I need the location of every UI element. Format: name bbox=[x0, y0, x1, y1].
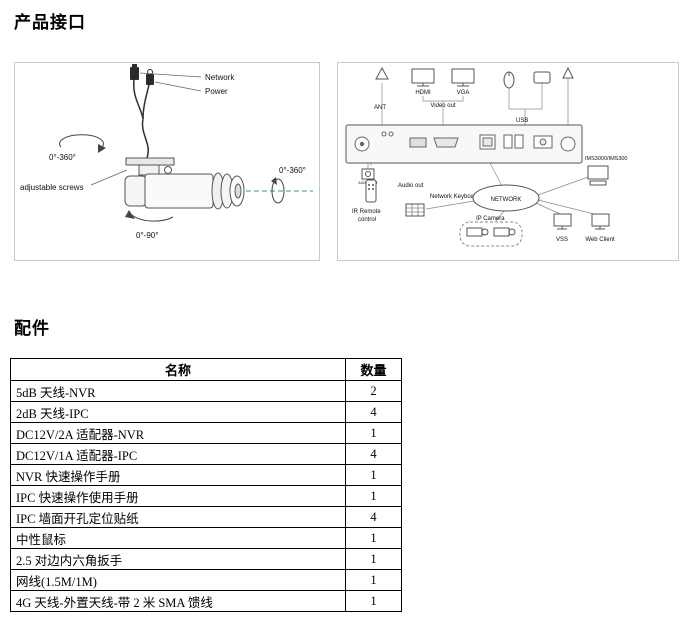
network-ipcamera-line bbox=[495, 210, 505, 222]
client-monitor-icon bbox=[587, 165, 609, 186]
tilt-rotation-arrow-icon bbox=[125, 210, 174, 222]
item-name: DC12V/1A 适配器-IPC bbox=[10, 443, 346, 465]
table-row: IPC 墙面开孔定位贴纸 4 bbox=[10, 506, 402, 528]
table-row: DC12V/2A 适配器-NVR 1 bbox=[10, 422, 402, 444]
item-name: 网线(1.5M/1M) bbox=[10, 569, 346, 591]
diagrams-row: Network Power bbox=[14, 62, 679, 261]
item-qty: 1 bbox=[345, 422, 402, 444]
audio-out-port-icon bbox=[361, 168, 375, 180]
nvr-diagram-panel: ANT HDMI VGA Video out bbox=[337, 62, 679, 261]
camera-diagram: Network Power bbox=[20, 64, 313, 240]
table-row: 4G 天线-外置天线-带 2 米 SMA 馈线 1 bbox=[10, 590, 402, 612]
network-cloud bbox=[472, 184, 540, 212]
item-name: 中性鼠标 bbox=[10, 527, 346, 549]
table-row: 5dB 天线-NVR 2 bbox=[10, 380, 402, 402]
col-header-name: 名称 bbox=[10, 358, 346, 381]
adjustable-screws-leader bbox=[90, 169, 128, 186]
item-qty: 1 bbox=[345, 485, 402, 507]
table-row: 2.5 对边内六角扳手 1 bbox=[10, 548, 402, 570]
usb-lines bbox=[508, 83, 543, 125]
item-name: NVR 快速操作手册 bbox=[10, 464, 346, 486]
col-header-qty: 数量 bbox=[345, 358, 402, 381]
usb-device-icon bbox=[533, 71, 551, 84]
camera-cable bbox=[132, 79, 150, 159]
network-monitor-line bbox=[537, 176, 589, 196]
table-header-row: 名称 数量 bbox=[10, 358, 402, 381]
web-client-label: Web Client bbox=[585, 237, 615, 243]
table-row: 中性鼠标 1 bbox=[10, 527, 402, 549]
axis-rotation-label: 0°-360° bbox=[279, 166, 306, 175]
adjustable-screws-label: adjustable screws bbox=[20, 183, 84, 192]
nvr-network-line bbox=[489, 162, 503, 187]
network-webclient-line bbox=[537, 199, 595, 215]
table-row: NVR 快速操作手册 1 bbox=[10, 464, 402, 486]
vga-monitor-icon bbox=[451, 68, 475, 87]
table-row: 2dB 天线-IPC 4 bbox=[10, 401, 402, 423]
video-out-label: Video out bbox=[430, 103, 456, 109]
item-name: IPC 墙面开孔定位贴纸 bbox=[10, 506, 346, 528]
table-row: DC12V/1A 适配器-IPC 4 bbox=[10, 443, 402, 465]
item-name: IPC 快速操作使用手册 bbox=[10, 485, 346, 507]
camera-body bbox=[124, 172, 245, 210]
table-row: IPC 快速操作使用手册 1 bbox=[10, 485, 402, 507]
web-client-computer-icon bbox=[591, 213, 610, 230]
network-keyboard-line bbox=[425, 200, 475, 210]
ir-remote-icon bbox=[365, 179, 377, 203]
vss-label: VSS bbox=[556, 237, 568, 243]
hdmi-label: HDMI bbox=[415, 90, 431, 96]
pan-rotation-label: 0°-360° bbox=[49, 153, 76, 162]
tilt-rotation-label: 0°-90° bbox=[136, 231, 158, 240]
axis-rotation-arrow-icon bbox=[271, 177, 285, 204]
video-out-lines bbox=[422, 96, 464, 125]
network-label: Network bbox=[205, 73, 235, 82]
item-name: 2.5 对边内六角扳手 bbox=[10, 548, 346, 570]
audio-out-label: Audio out bbox=[398, 183, 424, 189]
section-title-product-interface: 产品接口 bbox=[14, 13, 86, 32]
item-name: 4G 天线-外置天线-带 2 米 SMA 馈线 bbox=[10, 590, 346, 612]
ir-remote-label-line2: control bbox=[358, 217, 376, 223]
ip-camera-label: IP Camera bbox=[476, 216, 505, 222]
item-qty: 4 bbox=[345, 443, 402, 465]
power-leader-line bbox=[154, 81, 202, 92]
section-title-accessories: 配件 bbox=[14, 319, 50, 338]
item-qty: 1 bbox=[345, 548, 402, 570]
camera-diagram-panel: Network Power bbox=[14, 62, 320, 261]
ir-remote-label-line1: IR Remote bbox=[352, 209, 381, 215]
ip-camera-group-icon bbox=[459, 221, 523, 247]
usb-label: USB bbox=[516, 118, 528, 124]
network-leader-line bbox=[139, 72, 202, 78]
keyboard-icon bbox=[405, 203, 425, 217]
vss-computer-icon bbox=[553, 213, 572, 230]
power-connector-icon bbox=[146, 69, 154, 85]
pan-rotation-arrow-icon bbox=[59, 134, 106, 153]
item-qty: 1 bbox=[345, 569, 402, 591]
item-qty: 1 bbox=[345, 590, 402, 612]
network-keyboard-label: Network Keyboard bbox=[430, 194, 479, 200]
table-row: 网线(1.5M/1M) 1 bbox=[10, 569, 402, 591]
item-qty: 4 bbox=[345, 506, 402, 528]
ant-label: ANT bbox=[374, 105, 386, 111]
network-cloud-label: NETWORK bbox=[491, 197, 522, 203]
nvr-diagram: ANT HDMI VGA Video out bbox=[345, 66, 628, 247]
network-connector-icon bbox=[130, 64, 139, 80]
item-name: DC12V/2A 适配器-NVR bbox=[10, 422, 346, 444]
item-name: 5dB 天线-NVR bbox=[10, 380, 346, 402]
accessories-table: 名称 数量 5dB 天线-NVR 2 2dB 天线-IPC 4 DC12V/2A… bbox=[10, 358, 402, 612]
mouse-icon bbox=[503, 71, 515, 89]
network-vss-line bbox=[535, 202, 561, 215]
power-label: Power bbox=[205, 87, 228, 96]
item-name: 2dB 天线-IPC bbox=[10, 401, 346, 423]
camera-mount bbox=[125, 157, 175, 176]
item-qty: 1 bbox=[345, 464, 402, 486]
nvr-model-label: IMS3000/IMS300 bbox=[585, 156, 628, 162]
item-qty: 2 bbox=[345, 380, 402, 402]
right-antenna-icon bbox=[562, 66, 574, 79]
hdmi-monitor-icon bbox=[411, 68, 435, 87]
ant-antenna-icon bbox=[375, 66, 389, 80]
item-qty: 1 bbox=[345, 527, 402, 549]
vga-label: VGA bbox=[457, 90, 470, 96]
item-qty: 4 bbox=[345, 401, 402, 423]
nvr-box bbox=[345, 124, 583, 164]
